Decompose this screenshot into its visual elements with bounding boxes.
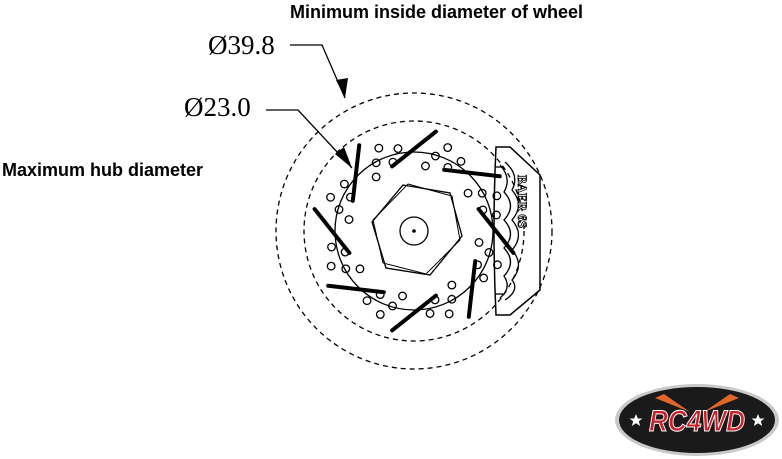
drill-hole — [484, 248, 494, 257]
drill-hole — [398, 291, 407, 301]
rotor-circle — [334, 151, 494, 311]
rotor-slot — [442, 167, 502, 179]
hub-hexagon-inner — [372, 183, 461, 275]
wheel-arrowhead — [336, 78, 348, 98]
drill-hole — [456, 156, 466, 166]
hub-diameter-dimension: Ø23.0 — [184, 92, 251, 122]
rotor-slot — [350, 143, 362, 203]
drill-hole — [375, 309, 385, 319]
drill-hole — [447, 294, 457, 304]
drill-hole — [447, 280, 457, 290]
hub-arrowhead — [335, 147, 352, 168]
rotor-slot — [390, 129, 438, 169]
max-hub-diameter-label: Maximum hub diameter — [2, 160, 204, 180]
logo-flash — [655, 394, 739, 412]
star-icon — [751, 414, 765, 426]
drill-hole — [327, 242, 336, 252]
drill-hole — [479, 273, 489, 283]
drill-hole — [326, 192, 336, 202]
drill-hole — [355, 264, 365, 274]
wheel-leader-line — [290, 44, 346, 99]
rotor-slot — [476, 207, 516, 255]
wheel-diameter-dimension: Ø39.8 — [208, 30, 275, 60]
drill-hole — [334, 205, 344, 214]
caliper-text: BAER 6S — [515, 175, 530, 228]
drill-hole — [421, 161, 430, 171]
rc4wd-logo: RC4WD — [615, 384, 779, 456]
rotor-slot — [312, 207, 352, 255]
drill-hole — [344, 215, 354, 224]
drill-hole — [492, 191, 502, 201]
drill-hole — [492, 210, 501, 220]
drill-hole — [393, 144, 403, 153]
min-wheel-diameter-label: Minimum inside diameter of wheel — [290, 2, 584, 22]
logo-text: RC4WD — [649, 405, 745, 438]
caliper — [493, 146, 541, 316]
rotor-slot — [466, 259, 478, 319]
star-icon — [629, 414, 643, 426]
hub-hexagon — [371, 184, 463, 276]
drill-hole — [371, 172, 381, 182]
drill-hole — [388, 301, 397, 311]
drill-hole — [474, 238, 484, 247]
center-circle — [399, 216, 429, 246]
drill-hole — [371, 158, 381, 168]
drill-hole — [341, 264, 351, 274]
center-point — [412, 229, 416, 233]
drill-hole — [444, 309, 454, 319]
rotor-slots — [312, 129, 516, 333]
drill-hole — [374, 143, 384, 153]
hub-max-circle — [303, 120, 525, 342]
drill-hole — [463, 188, 473, 198]
logo-background — [619, 387, 775, 453]
drill-hole — [326, 261, 336, 271]
drill-hole — [362, 296, 372, 306]
wheel-min-circle — [275, 92, 553, 370]
drill-hole — [431, 151, 440, 161]
rotor-slot — [326, 283, 386, 295]
drill-hole — [477, 188, 487, 198]
rotor-slot — [390, 293, 438, 333]
drill-hole — [339, 179, 349, 189]
drill-hole — [443, 143, 453, 153]
hub-leader-line — [266, 109, 353, 169]
drill-hole — [425, 309, 435, 318]
